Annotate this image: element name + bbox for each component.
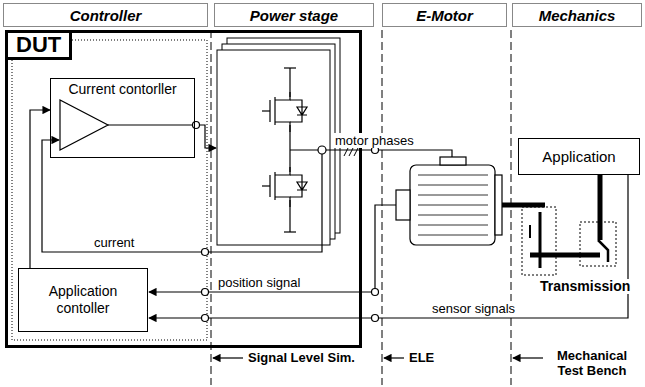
motor-body xyxy=(410,165,495,245)
motor-fin xyxy=(418,235,488,236)
gate-lead xyxy=(262,110,270,111)
rail-end xyxy=(284,231,296,232)
scope-label: ELE xyxy=(407,350,436,365)
gate-lead xyxy=(262,185,270,186)
application-shaft xyxy=(598,175,603,240)
diode-symbol xyxy=(290,175,307,197)
signal-label: current xyxy=(92,235,136,250)
rail-end xyxy=(284,67,296,68)
column-header: Controller xyxy=(3,3,208,27)
column-header: E-Motor xyxy=(382,3,507,27)
box-label: Application xyxy=(542,148,615,165)
transmission-region xyxy=(522,207,556,275)
box-label: Application contoller xyxy=(19,283,147,317)
signal-label: position signal xyxy=(216,275,302,290)
column-header: Power stage xyxy=(214,3,374,27)
spur-gear xyxy=(539,212,542,268)
gate-signal-wire xyxy=(108,125,216,148)
part-label: Transmission xyxy=(538,279,632,294)
bevel-gear xyxy=(598,240,608,262)
separator-line xyxy=(382,30,383,385)
column-title: Controller xyxy=(70,7,142,24)
scope-label: Signal Level Sim. xyxy=(246,350,357,365)
box-label: Current contorller xyxy=(66,81,178,97)
column-title: Mechanics xyxy=(539,7,616,24)
signal-label: sensor signals xyxy=(430,301,517,316)
dut-boundary: DUT Current contorllerApplication contoll… xyxy=(5,30,362,348)
power-board xyxy=(217,50,330,245)
port xyxy=(193,122,200,129)
current-feedback-wire xyxy=(42,140,322,252)
sensor-signal-wire xyxy=(149,175,628,318)
boundary-ports xyxy=(193,122,379,322)
scope-arrow xyxy=(384,357,404,358)
channel xyxy=(274,97,275,125)
dut-label: DUT xyxy=(8,33,72,60)
drain-source xyxy=(275,167,290,207)
mosfet-symbol xyxy=(262,167,307,207)
motor-phase-wire xyxy=(290,150,452,157)
port xyxy=(202,289,209,296)
motor-fin xyxy=(418,225,488,226)
motor-shaft xyxy=(502,203,545,208)
position-signal-wire xyxy=(149,205,396,292)
amplifier-symbol xyxy=(60,100,108,150)
separator-line xyxy=(211,30,212,385)
port xyxy=(202,249,209,256)
application-controller-box: Application contoller xyxy=(18,268,148,332)
motor-flange xyxy=(495,175,502,235)
drain-source xyxy=(275,92,290,132)
motor-fin xyxy=(418,205,488,206)
column-header: Mechanics xyxy=(512,3,642,27)
motor-fin xyxy=(418,185,488,186)
mosfet-ground xyxy=(270,172,306,200)
channel xyxy=(274,172,275,200)
current-sensor xyxy=(318,146,326,154)
signal-label: motor phases xyxy=(333,133,416,148)
control-connector xyxy=(30,110,50,268)
motor-fin xyxy=(418,175,488,176)
diode-symbol xyxy=(290,100,307,122)
port xyxy=(372,315,379,322)
spur-gear xyxy=(529,225,531,238)
scope-arrow xyxy=(513,357,543,358)
port xyxy=(372,289,379,296)
motor-illustration xyxy=(396,157,502,245)
port xyxy=(202,315,209,322)
terminal-box xyxy=(440,157,466,165)
motor-fin xyxy=(418,215,488,216)
mosfet-ground xyxy=(270,97,306,125)
position-sensor xyxy=(396,190,410,220)
scope-arrow xyxy=(213,357,243,358)
motor-fins xyxy=(418,175,488,235)
gear-train xyxy=(502,175,608,268)
scope-label: Mechanical Test Bench xyxy=(544,348,640,378)
motor-fin xyxy=(418,195,488,196)
mosfet-symbol xyxy=(262,92,307,132)
output-shaft xyxy=(530,253,600,258)
column-title: E-Motor xyxy=(416,7,473,24)
column-title: Power stage xyxy=(250,7,338,24)
current-controller-box: Current contorller xyxy=(50,78,195,158)
application-box: Application xyxy=(518,138,640,175)
controller-region xyxy=(12,40,207,340)
